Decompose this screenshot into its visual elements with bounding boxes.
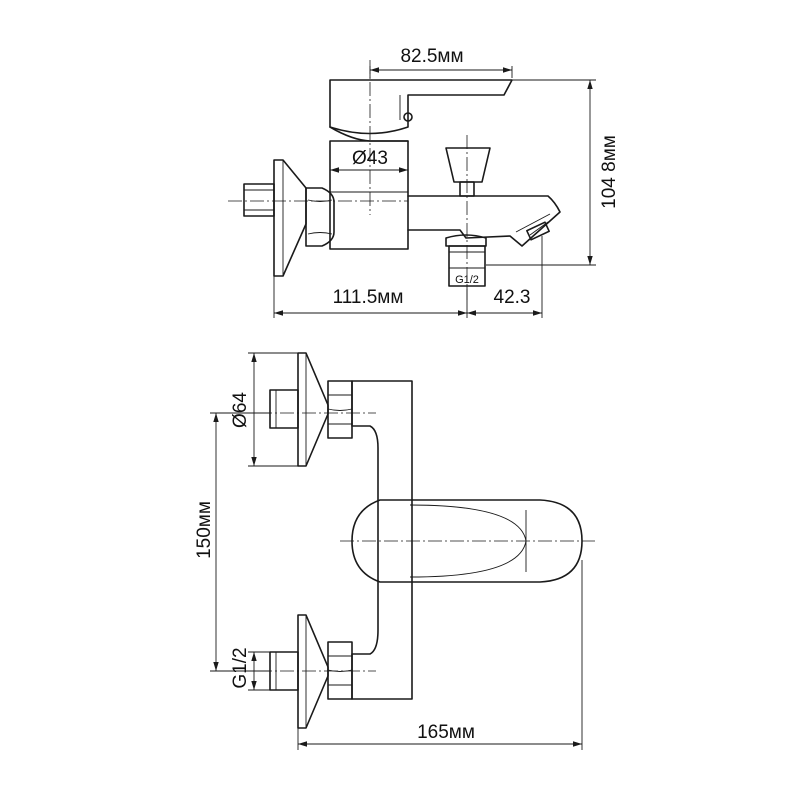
spout [407, 195, 561, 247]
side-view: G1/2 82.5мм Ø43 104 8мм 111.5мм 42.3 [228, 46, 620, 318]
inlet-stub [243, 183, 275, 217]
diverter-knob [445, 147, 491, 183]
dim-inlet-thread: G1/2 [230, 647, 251, 688]
top-body [351, 380, 413, 700]
upper-escutcheon [297, 352, 329, 467]
top-lever-handle [351, 499, 583, 583]
dim-height: 104 8мм [599, 135, 620, 209]
escutcheon [273, 159, 307, 277]
dim-inlet-to-outlet: 111.5мм [333, 287, 404, 308]
upper-hex-nut [327, 380, 353, 439]
dim-outlet-to-spout: 42.3 [494, 287, 531, 308]
outlet-nut [445, 234, 487, 247]
lever-handle [329, 79, 513, 135]
dim-body-diameter: Ø43 [352, 148, 388, 169]
lower-escutcheon [297, 614, 329, 729]
dim-handle-offset: 82.5мм [400, 46, 463, 67]
dim-overall-width: 165мм [417, 722, 475, 743]
top-view: Ø64 150мм G1/2 165мм [194, 352, 595, 750]
hex-nut [305, 187, 335, 247]
upper-inlet-stub [269, 389, 299, 429]
dim-flange-diameter: Ø64 [230, 392, 251, 428]
dim-inlet-spacing: 150мм [194, 501, 215, 559]
